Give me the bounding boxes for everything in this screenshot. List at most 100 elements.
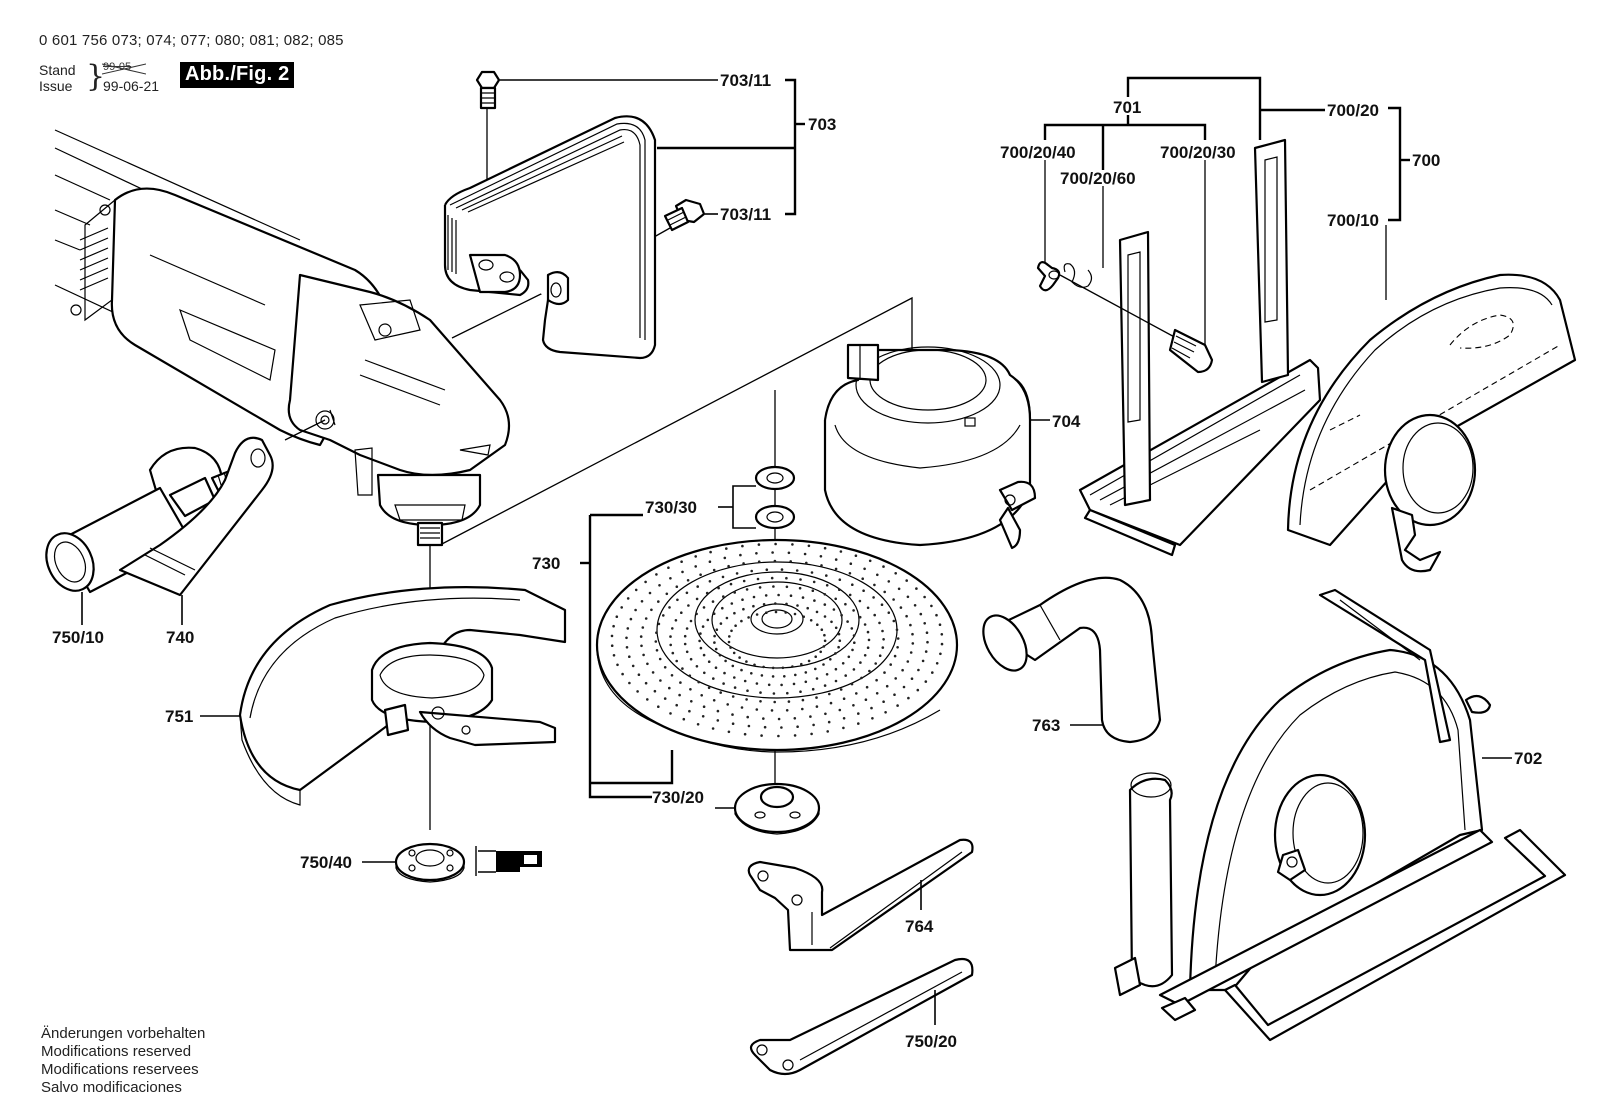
axis-line-703-lower [451,291,546,339]
perforation-dot [695,665,699,668]
perforation-dot [906,595,910,599]
perforation-dot [810,732,813,736]
perforation-dot [765,568,769,571]
perforation-dot [780,568,784,571]
perforation-dot [785,709,789,712]
perforation-dot [762,665,765,669]
perforation-dot [731,695,735,698]
perforation-dot [763,725,767,729]
callout-700-20: 700/20 [1327,101,1379,120]
perforation-dot [695,597,699,601]
perforation-dot [701,625,705,628]
perforation-dot [789,594,793,597]
callout-750-20: 750/20 [905,1032,957,1051]
perforation-dot [796,725,799,728]
perforation-dot [711,727,715,730]
perforation-dot [640,600,644,603]
perforation-dot [829,658,832,661]
perforation-dot [654,640,658,643]
perforation-dot [815,705,819,708]
perforation-dot [795,569,799,572]
perforation-dot [637,673,641,676]
perforation-dot [881,629,884,633]
perforation-dot [777,593,780,597]
perforation-dot [834,652,837,655]
perforation-dot [884,711,887,714]
perforation-dot [911,632,914,636]
perforation-dot [610,634,614,638]
perforation-dot [780,726,783,729]
callout-703-bracket [500,78,805,216]
perforation-dot [657,622,661,626]
callout-701-bracket [1043,76,1410,345]
perforation-dot [669,577,672,580]
perforation-dot [715,628,719,631]
perforation-dot [823,546,827,550]
perforation-dot [663,697,667,700]
perforation-dot [809,619,813,622]
perforation-dot [883,671,886,674]
perforation-dot [839,550,843,553]
modifications-notice: Änderungen vorbehalten Modifications res… [41,1025,205,1097]
perforation-dot [813,599,816,602]
perforation-dot [838,639,842,642]
perforation-dot [940,642,944,646]
perforation-dot [668,606,671,609]
perforation-dot [756,577,760,581]
callout-750-40: 750/40 [300,853,352,872]
perforation-dot [696,585,699,588]
perforation-dot [925,631,929,634]
perforation-dot [727,730,731,734]
perforation-dot [827,720,831,724]
perforation-dot [740,619,743,623]
perforation-dot [873,583,876,587]
perforation-dot [935,662,939,665]
perforation-dot [628,681,631,685]
perforation-dot [848,593,852,597]
perforation-dot [646,698,649,701]
perforation-dot [742,562,745,565]
perforation-dot [702,653,706,657]
stand-label: Stand [39,62,76,78]
callout-702: 702 [1514,749,1542,768]
perforation-dot [822,663,825,666]
perforation-dot [699,632,702,635]
perforation-dot [894,572,897,575]
perforation-dot [773,559,777,563]
perforation-dot [680,611,683,614]
perforation-dot [681,570,684,574]
perforation-dot [815,696,818,699]
perforation-dot [913,604,917,607]
perforation-dot [628,655,631,658]
perforation-dot [850,682,854,686]
perforation-dot [872,596,875,599]
perforation-dot [863,567,866,571]
perforation-dot [863,623,867,626]
perforation-dot [887,580,891,583]
perforation-dot [610,644,614,647]
perforation-dot [732,651,736,655]
perforation-dot [725,616,729,620]
perforation-dot [644,617,648,620]
perforation-dot [783,675,786,678]
perforation-dot [712,677,715,680]
perforation-dot [815,677,819,680]
perforation-dot [844,602,847,606]
perforation-dot [909,651,913,654]
perforation-dot [683,642,687,646]
perforation-dot [785,585,789,589]
perforation-dot [728,635,731,638]
perforation-dot [892,619,896,623]
perforation-dot [897,587,901,591]
perforation-dot [746,689,749,692]
perforation-dot [634,588,638,592]
perforation-dot [862,589,865,592]
guide-base-700-20 [1036,138,1322,557]
perforation-dot [671,651,675,655]
perforation-dot [626,627,630,630]
perforation-dot [838,578,842,581]
callout-704: 704 [1052,412,1081,431]
perforation-dot [765,611,768,614]
perforation-dot [851,583,854,586]
perforation-dot [824,712,827,716]
